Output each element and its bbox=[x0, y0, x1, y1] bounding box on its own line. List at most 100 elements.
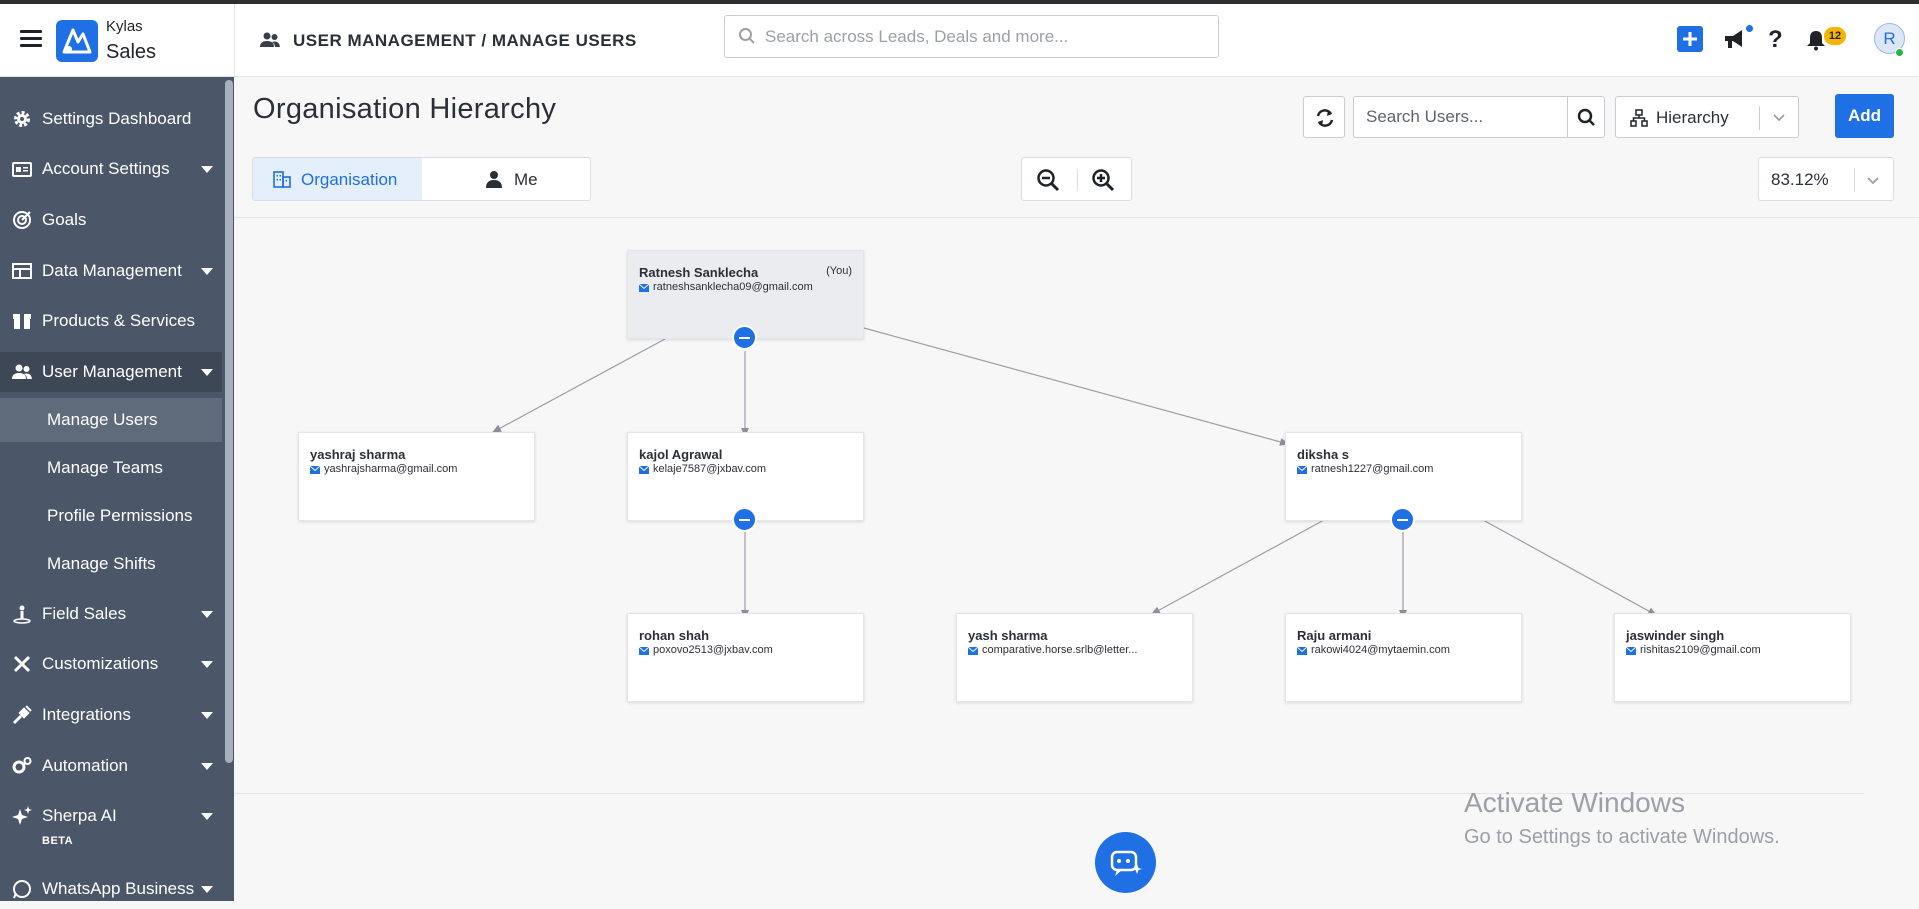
megaphone-icon[interactable] bbox=[1723, 28, 1747, 50]
tab-me[interactable]: Me bbox=[422, 158, 590, 200]
beta-badge: BETA bbox=[42, 835, 74, 847]
sidebar-scrollbar[interactable] bbox=[225, 80, 233, 763]
announcement-dot bbox=[1746, 25, 1753, 32]
sidebar-item-data-management[interactable]: Data Management bbox=[0, 251, 222, 291]
node-email: poxovo2513@jxbav.com bbox=[653, 644, 773, 656]
sidebar-item-label: Goals bbox=[42, 210, 87, 229]
sidebar-item-label: Settings Dashboard bbox=[42, 109, 192, 128]
node-name: diksha s bbox=[1297, 447, 1350, 462]
org-node-card[interactable]: jaswinder singh rishitas2109@gmail.com bbox=[1614, 613, 1851, 702]
notification-badge: 12 bbox=[1824, 27, 1846, 45]
sidebar-item-account-settings[interactable]: Account Settings bbox=[0, 149, 222, 189]
users-icon bbox=[260, 32, 280, 48]
node-email: kelaje7587@jxbav.com bbox=[653, 463, 767, 475]
sidebar-item-settings-dashboard[interactable]: Settings Dashboard bbox=[0, 99, 222, 139]
node-name: Raju armani bbox=[1297, 628, 1372, 643]
sidebar-item-customizations[interactable]: Customizations bbox=[0, 644, 222, 684]
user-search-input[interactable] bbox=[1353, 96, 1567, 138]
kylas-logo-icon bbox=[56, 20, 98, 62]
building-icon bbox=[273, 171, 291, 188]
sidebar-subitem-label: Manage Users bbox=[47, 410, 158, 429]
node-name: yash sharma bbox=[968, 628, 1048, 643]
sidebar-item-label: User Management bbox=[42, 362, 182, 381]
search-icon bbox=[1577, 108, 1595, 126]
quick-add-button[interactable] bbox=[1677, 26, 1703, 52]
sidebar-item-automation[interactable]: Automation bbox=[0, 746, 222, 786]
sparkle-icon bbox=[12, 806, 32, 825]
collapse-toggle-button[interactable] bbox=[732, 325, 757, 350]
caret-down-icon bbox=[201, 712, 213, 719]
sidebar-subitem-label: Profile Permissions bbox=[47, 506, 193, 525]
box-icon bbox=[13, 314, 31, 329]
view-mode-select[interactable]: Hierarchy bbox=[1615, 96, 1799, 138]
caret-down-icon bbox=[201, 763, 213, 770]
collapse-toggle-button[interactable] bbox=[732, 507, 757, 532]
sidebar-subitem-manage-teams[interactable]: Manage Teams bbox=[0, 446, 222, 490]
sidebar-item-products-services[interactable]: Products & Services bbox=[0, 301, 222, 341]
chevron-down-icon bbox=[1867, 177, 1879, 185]
sidebar-item-integrations[interactable]: Integrations bbox=[0, 695, 222, 735]
select-separator bbox=[1759, 106, 1760, 130]
sidebar-item-label: Account Settings bbox=[42, 159, 170, 178]
node-name: Ratnesh Sanklecha bbox=[639, 265, 759, 280]
envelope-icon bbox=[639, 284, 649, 292]
sidebar-item-label: WhatsApp Business bbox=[42, 879, 195, 898]
caret-down-icon bbox=[201, 611, 213, 618]
sidebar-item-user-management[interactable]: User Management bbox=[0, 352, 222, 392]
envelope-icon bbox=[1626, 647, 1636, 655]
global-search-input[interactable] bbox=[724, 15, 1219, 58]
envelope-icon bbox=[639, 466, 649, 474]
zoom-level-value: 83.12% bbox=[1771, 170, 1829, 189]
whatsapp-icon bbox=[13, 880, 31, 899]
caret-down-icon bbox=[201, 369, 213, 376]
breadcrumb: USER MANAGEMENT / MANAGE USERS bbox=[293, 31, 637, 50]
hierarchy-icon bbox=[1630, 109, 1648, 127]
brand-product: Sales bbox=[106, 41, 157, 63]
sidebar-subitem-manage-shifts[interactable]: Manage Shifts bbox=[0, 542, 222, 586]
org-node-card[interactable]: yash sharma comparative.horse.srlb@lette… bbox=[956, 613, 1193, 702]
node-email: comparative.horse.srlb@letter... bbox=[982, 644, 1138, 656]
org-node-card[interactable]: yashraj sharma yashrajsharma@gmail.com bbox=[298, 432, 535, 521]
org-node-card[interactable]: kajol Agrawal kelaje7587@jxbav.com bbox=[627, 432, 864, 521]
org-node-card[interactable]: rohan shah poxovo2513@jxbav.com bbox=[627, 613, 864, 702]
sidebar-item-sherpa-ai[interactable]: Sherpa AI bbox=[0, 796, 222, 836]
envelope-icon bbox=[639, 647, 649, 655]
canvas-bottom-divider bbox=[234, 793, 1864, 794]
node-email: rakowi4024@mytaemin.com bbox=[1311, 644, 1450, 656]
zoom-in-icon[interactable] bbox=[1091, 168, 1115, 192]
windows-activation-watermark-text: Go to Settings to activate Windows. bbox=[1464, 826, 1780, 848]
refresh-button[interactable] bbox=[1303, 96, 1345, 138]
zoom-out-icon[interactable] bbox=[1036, 168, 1060, 192]
org-node-card[interactable]: Ratnesh Sanklecha (You) ratneshsanklecha… bbox=[627, 250, 864, 339]
sidebar-subitem-label: Manage Teams bbox=[47, 458, 163, 477]
tab-organisation[interactable]: Organisation bbox=[253, 158, 422, 200]
envelope-icon bbox=[1297, 647, 1307, 655]
help-icon[interactable]: ? bbox=[1768, 26, 1783, 53]
header-divider bbox=[234, 4, 235, 77]
sidebar-item-label: Customizations bbox=[42, 654, 159, 673]
person-pin-icon bbox=[13, 605, 31, 624]
sidebar-item-goals[interactable]: Goals bbox=[0, 200, 222, 240]
sidebar-subitem-profile-permissions[interactable]: Profile Permissions bbox=[0, 494, 222, 538]
zoom-controls bbox=[1021, 157, 1132, 201]
ai-assistant-button[interactable] bbox=[1095, 832, 1156, 893]
zoom-separator bbox=[1077, 169, 1078, 191]
add-user-button[interactable]: Add bbox=[1835, 94, 1894, 138]
node-email: yashrajsharma@gmail.com bbox=[324, 463, 458, 475]
node-email: ratnesh1227@gmail.com bbox=[1311, 463, 1434, 475]
online-status-dot bbox=[1895, 48, 1904, 57]
sidebar-item-whatsapp-business[interactable]: WhatsApp Business bbox=[0, 869, 222, 909]
sidebar-subitem-manage-users[interactable]: Manage Users bbox=[0, 398, 222, 442]
tab-label: Me bbox=[514, 170, 538, 189]
org-node-card[interactable]: Raju armani rakowi4024@mytaemin.com bbox=[1285, 613, 1522, 702]
plus-icon bbox=[1683, 32, 1697, 46]
sidebar-item-label: Products & Services bbox=[42, 311, 196, 330]
envelope-icon bbox=[968, 647, 978, 655]
zoom-level-select[interactable]: 83.12% bbox=[1758, 157, 1894, 201]
sidebar-item-field-sales[interactable]: Field Sales bbox=[0, 594, 222, 634]
collapse-toggle-button[interactable] bbox=[1390, 507, 1415, 532]
caret-down-icon bbox=[201, 268, 213, 275]
user-search-button[interactable] bbox=[1567, 96, 1605, 138]
hamburger-menu-icon[interactable] bbox=[20, 30, 42, 48]
bell-icon[interactable] bbox=[1805, 29, 1827, 51]
